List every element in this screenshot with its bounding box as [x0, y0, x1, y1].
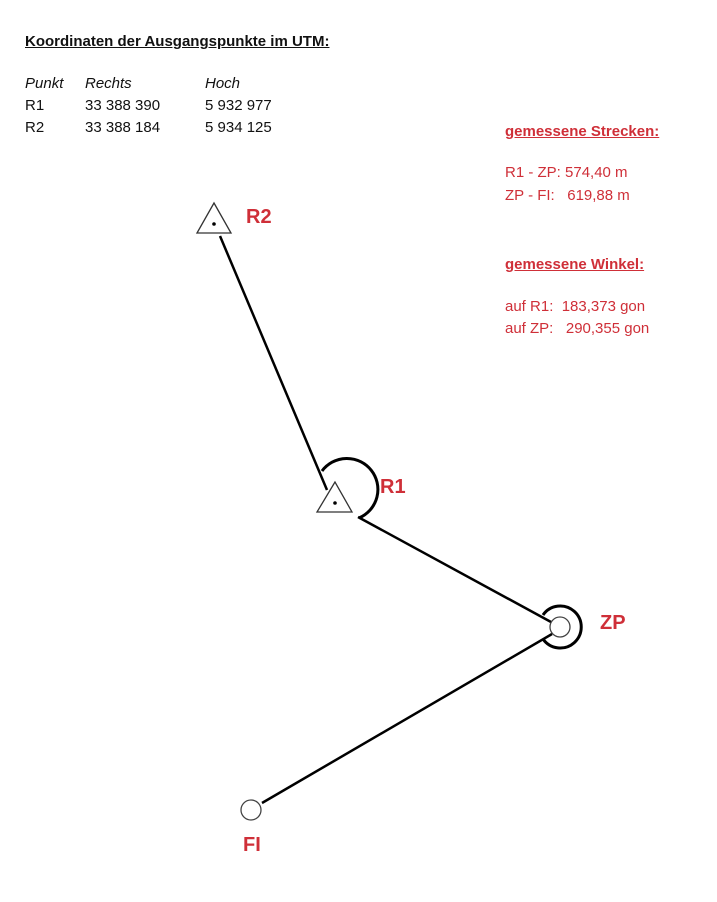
cell: R2 — [25, 119, 45, 136]
cell: 5 934 125 — [205, 119, 272, 136]
label-zp: ZP — [600, 612, 626, 634]
angle-item: auf R1: 183,373 gon — [505, 298, 646, 315]
point-circle-zp — [549, 616, 571, 638]
triangle-icon-r1 — [315, 480, 354, 513]
label-r1: R1 — [380, 476, 406, 498]
label-r2: R2 — [246, 206, 272, 228]
triangle-icon-r2 — [195, 201, 233, 234]
cell: R1 — [25, 97, 45, 114]
angles-heading: gemessene Winkel: — [505, 256, 645, 273]
angle-arc-r1 — [320, 456, 380, 520]
label-fi: FI — [243, 834, 261, 856]
angle-arc-zp — [541, 604, 583, 650]
col-header-rechts: Rechts — [85, 75, 132, 92]
point-circle-fi — [240, 799, 262, 821]
distance-item: ZP - FI: 619,88 m — [505, 187, 630, 204]
line-r1-zp — [357, 515, 552, 624]
cell: 5 932 977 — [205, 97, 272, 114]
distances-heading: gemessene Strecken: — [505, 123, 660, 140]
line-zp-fi — [261, 632, 553, 805]
cell: 33 388 390 — [85, 97, 161, 114]
col-header-hoch: Hoch — [205, 75, 241, 92]
angle-item: auf ZP: 290,355 gon — [505, 320, 650, 337]
distance-item: R1 - ZP: 574,40 m — [505, 164, 628, 181]
line-r2-r1 — [218, 235, 329, 491]
cell: 33 388 184 — [85, 119, 161, 136]
col-header-punkt: Punkt — [25, 75, 64, 92]
title: Koordinaten der Ausgangspunkte im UTM: — [25, 33, 330, 50]
